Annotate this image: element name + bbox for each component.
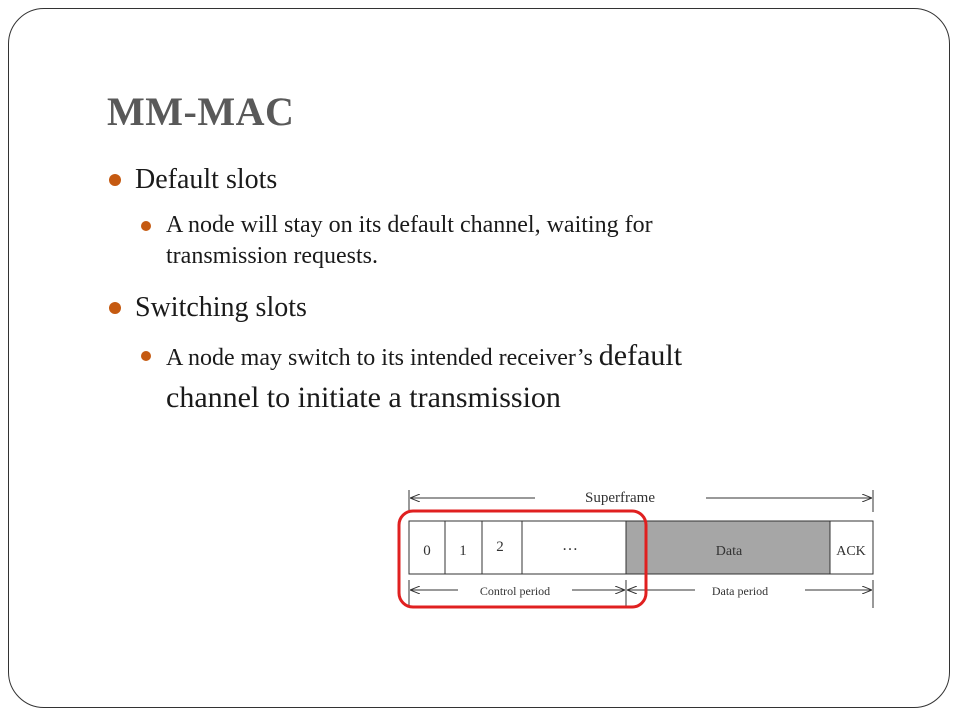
bullet-switching-slots: Switching slots <box>107 290 867 326</box>
slot-label: 0 <box>423 543 431 559</box>
data-segment <box>625 520 831 575</box>
slot-label: 2 <box>496 539 504 555</box>
sub-bullet-dot-icon <box>141 351 151 361</box>
sub-bullet-prefix: A node may switch to its intended receiv… <box>166 345 599 371</box>
slot-0 <box>408 520 446 575</box>
superframe-label: Superframe <box>585 490 655 506</box>
sub-bullet-switching-slots: A node may switch to its intended receiv… <box>107 336 867 420</box>
bullet-text: Default slots <box>135 164 278 195</box>
slot-label: … <box>562 537 578 554</box>
sub-bullet-line: A node will stay on its default channel,… <box>166 212 653 238</box>
slot-label: 1 <box>459 543 467 559</box>
bullet-dot-icon <box>109 302 121 314</box>
slot-ellipsis <box>521 520 627 575</box>
sub-bullet-emphasis: channel to initiate a transmission <box>166 381 561 414</box>
ack-label: ACK <box>836 544 866 559</box>
slot-1 <box>444 520 483 575</box>
bullet-default-slots: Default slots <box>107 162 867 198</box>
slide-frame <box>8 8 950 708</box>
sub-bullet-dot-icon <box>141 221 151 231</box>
bullet-dot-icon <box>109 174 121 186</box>
data-label: Data <box>716 544 743 559</box>
sub-bullet-default-slots: A node will stay on its default channel,… <box>107 210 867 272</box>
slide-title: MM-MAC <box>107 89 295 134</box>
ack-segment <box>829 520 874 575</box>
sub-bullet-line: transmission requests. <box>166 243 378 269</box>
control-period-label: Control period <box>480 584 550 598</box>
slot-2 <box>481 520 523 575</box>
bullet-text: Switching slots <box>135 292 307 323</box>
bullet-list: Default slots A node will stay on its de… <box>107 162 867 420</box>
sub-bullet-emphasis: default <box>598 339 683 372</box>
control-period-highlight <box>397 509 648 609</box>
data-period-label: Data period <box>712 584 768 598</box>
